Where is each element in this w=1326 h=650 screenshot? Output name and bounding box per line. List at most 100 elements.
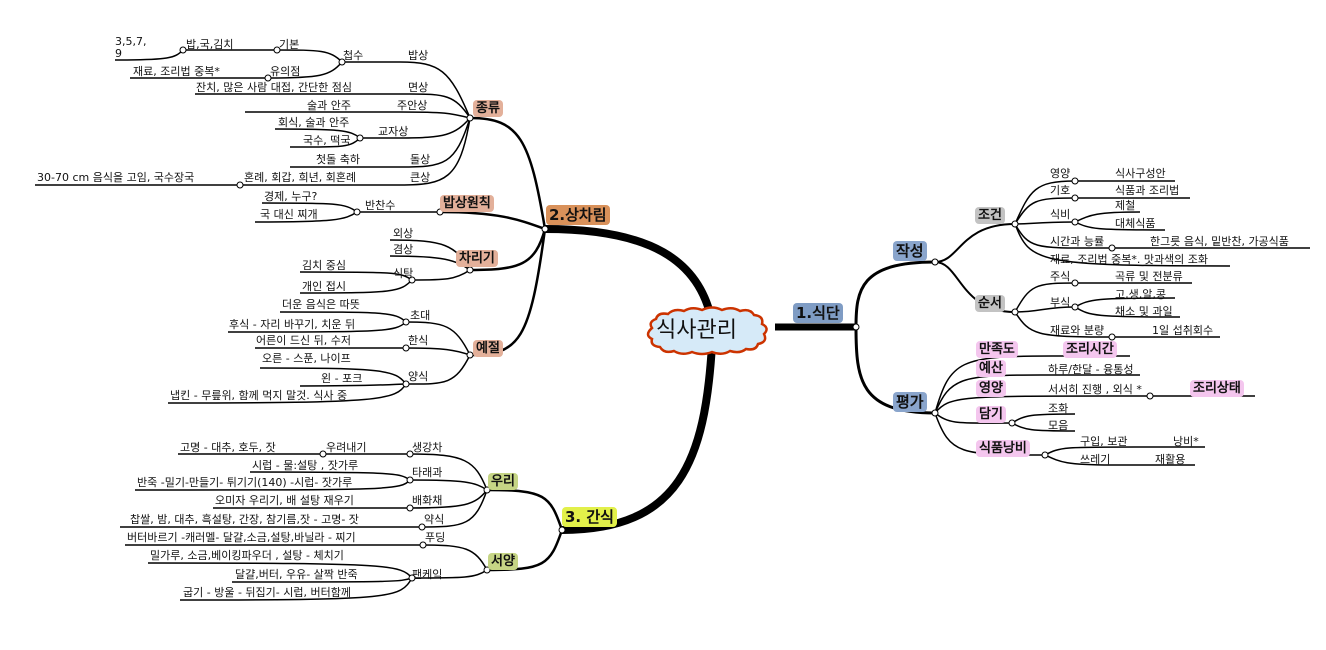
- label-omija: 오미자 우리기, 배 설탕 재우기: [215, 494, 354, 507]
- node-damgi[interactable]: 담기: [976, 406, 1006, 423]
- label-gyojasang: 교자상: [378, 125, 409, 138]
- label-paenkeik: 팬케익: [412, 568, 443, 581]
- label-sulgwa: 술과 안주: [307, 99, 351, 112]
- branch-diet[interactable]: 1.식단: [793, 303, 843, 323]
- label-janchi: 잔치, 많은 사람 대접, 간단한 점심: [196, 81, 353, 94]
- label-chaeso: 채소 및 과일: [1115, 305, 1173, 318]
- label-bapsang: 밥상: [408, 49, 429, 62]
- label-yangsik: 양식: [408, 370, 429, 383]
- label-banjuk: 반죽 -밀기-만들기- 튀기기(140) -시럽- 잣가루: [137, 476, 353, 489]
- label-saenggangcha: 생강차: [412, 441, 443, 454]
- node-seoyang[interactable]: 서양: [488, 553, 518, 570]
- label-yuuijeom: 유의점: [270, 65, 301, 78]
- label-yeongyang: 영양: [1050, 167, 1071, 180]
- label-myeonsang: 면상: [408, 81, 429, 94]
- label-dalgyal: 달걀,버터, 우유- 살짝 반죽: [235, 568, 358, 581]
- label-beoteo: 버터바르기 -캐러멜- 달걀,소금,설탕,바닐라 - 찌기: [127, 531, 356, 544]
- label-goseng: 고,생,알,콩: [1115, 288, 1166, 301]
- label-ilil: 1일 섭취회수: [1152, 324, 1214, 337]
- label-johwa: 조화: [1048, 402, 1069, 415]
- label-dolsang: 돌상: [410, 153, 431, 166]
- label-nine: 9: [115, 47, 122, 60]
- label-husik: 후식 - 자리 바꾸기, 치운 뒤: [229, 318, 356, 331]
- node-uri[interactable]: 우리: [488, 473, 518, 490]
- label-guksu: 국수, 떡국: [303, 134, 351, 147]
- label-gokryu: 곡류 및 전분류: [1115, 270, 1183, 283]
- node-jorisangtae[interactable]: 조리상태: [1190, 380, 1244, 397]
- label-busik: 부식: [1050, 296, 1071, 309]
- label-sirup: 시럽 - 물:설탕 , 잣가루: [252, 459, 359, 472]
- label-guip: 구입, 보관: [1080, 435, 1128, 448]
- label-taraegwa: 타래과: [412, 466, 443, 479]
- node-jakseong[interactable]: 작성: [893, 241, 927, 261]
- label-siktak: 식탁: [393, 267, 414, 280]
- label-guk-daesin: 국 대신 찌개: [260, 208, 318, 221]
- label-jaeryo-jungbok: 재료, 조리법 중복*. 맛과색의 조화: [1050, 253, 1209, 266]
- label-oreun: 오른 - 스푼, 나이프: [262, 352, 351, 365]
- label-gupgi: 굽기 - 방울 - 뒤집기- 시럽, 버터함께: [183, 586, 351, 599]
- node-charigi[interactable]: 차리기: [456, 250, 498, 267]
- label-hoesik: 회식, 술과 안주: [278, 116, 350, 129]
- label-honrye: 혼례, 회갑, 희년, 회혼례: [244, 171, 357, 184]
- label-oesang: 외상: [393, 227, 414, 240]
- label-sikbi: 식비: [1050, 208, 1071, 221]
- node-jogeon[interactable]: 조건: [975, 207, 1005, 224]
- label-banchansu: 반찬수: [365, 199, 396, 212]
- label-chodae: 초대: [410, 309, 431, 322]
- label-giho: 기호: [1050, 184, 1071, 197]
- label-hansik: 한식: [408, 334, 429, 347]
- central-topic[interactable]: 식사관리: [656, 318, 737, 343]
- label-gibon: 기본: [279, 38, 300, 51]
- label-gomyeong1: 고명 - 대추, 호두, 잣: [180, 441, 276, 454]
- label-jaehwal: 재활용: [1155, 453, 1186, 466]
- label-uryeonaegi: 우려내기: [326, 441, 367, 454]
- label-seoseohi: 서서히 진행 , 외식 *: [1048, 383, 1142, 396]
- label-cheopsu: 첩수: [343, 49, 364, 62]
- label-deoun: 더운 음식은 따뜻: [282, 298, 360, 311]
- node-pyeongga[interactable]: 평가: [893, 392, 927, 412]
- label-cheotdol: 첫돌 축하: [316, 153, 360, 166]
- label-gogo: 30-70 cm 음식을 고임, 국수장국: [37, 171, 195, 184]
- label-chapssal: 찹쌀, 밤, 대추, 흑설탕, 간장, 참기름,잣 - 고명- 잣: [130, 513, 359, 526]
- label-eoreun: 어른이 드신 뒤, 수저: [256, 334, 351, 347]
- label-sikagusungan: 식사구성안: [1115, 167, 1166, 180]
- node-nangbi[interactable]: 식품낭비: [976, 440, 1030, 457]
- label-gyeongje: 경제, 누구?: [264, 190, 318, 203]
- node-manjokdo[interactable]: 만족도: [976, 341, 1018, 358]
- label-baehwachae: 배화채: [412, 494, 443, 507]
- label-hangeureut: 한그릇 음식, 밑반찬, 가공식품: [1150, 235, 1289, 248]
- label-gyeomsang: 겸상: [393, 243, 414, 256]
- branch-table-setting[interactable]: 2.상차림: [546, 205, 610, 225]
- node-jongryu[interactable]: 종류: [473, 100, 503, 117]
- label-haru: 하루/한달 - 융통성: [1048, 363, 1134, 376]
- label-milgaru: 밀가루, 소금,베이킹파우더 , 설탕 - 체치기: [150, 549, 344, 562]
- node-yejeol[interactable]: 예절: [473, 340, 503, 357]
- label-jaeryo-bunryang: 재료와 분량: [1050, 324, 1105, 337]
- node-jorisigan[interactable]: 조리시간: [1063, 341, 1117, 358]
- label-oen: 왼 - 포크: [321, 372, 363, 385]
- label-nangbi-star: 낭비*: [1173, 435, 1199, 448]
- label-gaein: 개인 접시: [302, 280, 346, 293]
- label-jusik: 주식: [1050, 270, 1071, 283]
- label-puding: 푸딩: [425, 531, 446, 544]
- node-yeongyang2[interactable]: 영양: [976, 380, 1006, 397]
- label-daeche: 대체식품: [1115, 217, 1156, 230]
- label-napkin: 냅킨 - 무릎위, 함께 먹지 말것. 식사 중: [170, 389, 348, 402]
- label-yaksik: 약식: [424, 513, 445, 526]
- label-jecheol: 제철: [1115, 199, 1136, 212]
- node-bapsangwonchik[interactable]: 밥상원칙: [440, 195, 494, 212]
- label-bapgukgimchi: 밥,국,김치: [186, 38, 234, 51]
- label-sseuregi: 쓰레기: [1080, 453, 1111, 466]
- label-gimchi-jungsim: 김치 중심: [302, 259, 346, 272]
- label-keunsang: 큰상: [410, 171, 431, 184]
- label-jaeryo-jori: 재료, 조리법 중복*: [133, 65, 220, 78]
- central-cloud-shape: [646, 306, 768, 356]
- node-sunseo[interactable]: 순서: [975, 295, 1005, 312]
- label-numbers: 3,5,7,: [115, 35, 147, 48]
- label-sigan: 시간과 능률: [1050, 235, 1105, 248]
- label-sikpum-jori: 식품과 조리법: [1115, 184, 1180, 197]
- branch-snack[interactable]: 3. 간식: [562, 507, 617, 527]
- node-yesan[interactable]: 예산: [976, 360, 1006, 377]
- label-moeum: 모음: [1048, 419, 1069, 432]
